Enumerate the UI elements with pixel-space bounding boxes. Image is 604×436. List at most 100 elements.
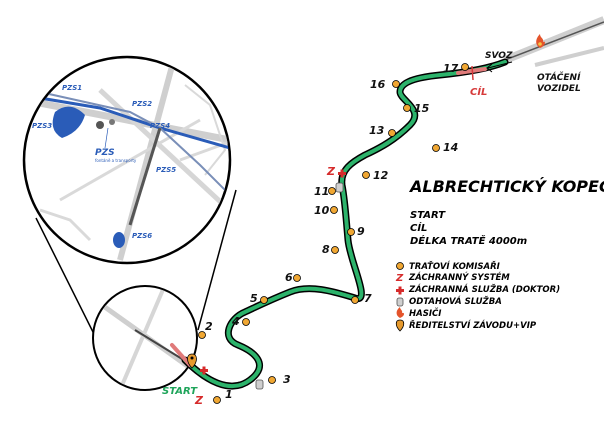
legend-fire-icon bbox=[396, 307, 405, 318]
location-pin-icon bbox=[187, 353, 197, 369]
track-surface bbox=[183, 60, 507, 389]
race-track bbox=[170, 58, 509, 390]
turnaround-label-1: OTÁČENÍ bbox=[537, 71, 582, 83]
info-finish: CÍL bbox=[410, 221, 427, 234]
marshal-num-2: 2 bbox=[205, 320, 213, 333]
medical-cross-icon-2 bbox=[338, 169, 346, 178]
inset-connector-left bbox=[35, 217, 97, 339]
marshal-num-3: 3 bbox=[283, 373, 291, 386]
marshal-dot-7 bbox=[351, 296, 359, 304]
start-zoom-circle bbox=[92, 285, 198, 391]
track-finish-label: CÍL bbox=[470, 85, 487, 98]
turnaround-label-2: VOZIDEL bbox=[537, 84, 581, 94]
finish-zone bbox=[456, 67, 487, 75]
label-pzs3: PZS3 bbox=[32, 122, 52, 130]
descent-arrow-icon bbox=[486, 61, 513, 73]
inset-marker-1 bbox=[96, 121, 104, 129]
marshal-dot-13 bbox=[388, 129, 396, 137]
marshal-dot-11 bbox=[328, 187, 336, 195]
rescue-z-icon: Z bbox=[194, 394, 204, 407]
track-start-label: START bbox=[162, 386, 198, 397]
marshal-dot-6 bbox=[293, 274, 301, 282]
tow-hook-icon-2 bbox=[335, 182, 344, 193]
marshal-num-5: 5 bbox=[250, 292, 258, 305]
marshal-dot-10 bbox=[330, 206, 338, 214]
inset-road-a bbox=[25, 96, 229, 144]
marshal-num-10: 10 bbox=[314, 204, 330, 217]
inset-road-g bbox=[39, 208, 92, 242]
inset-road-c bbox=[98, 88, 229, 222]
marshal-num-7: 7 bbox=[364, 292, 372, 305]
marshal-num-17: 17 bbox=[443, 62, 459, 75]
inset-marker-2 bbox=[109, 119, 115, 125]
label-pzs4: PZS4 bbox=[150, 122, 170, 130]
marshal-dot-14 bbox=[432, 144, 440, 152]
map-title: ALBRECHTICKÝ KOPEC bbox=[408, 177, 604, 196]
info-start: START bbox=[410, 210, 446, 221]
legend-location-pin-icon bbox=[395, 319, 405, 332]
finish-line bbox=[471, 65, 474, 81]
marshal-num-15: 15 bbox=[414, 102, 430, 115]
tow-hook-icon bbox=[255, 379, 264, 390]
label-pzs-main: PZS bbox=[95, 148, 115, 158]
marshal-posts: 1 2 3 4 5 6 7 8 9 10 11 12 13 14 15 16 1 bbox=[198, 62, 469, 404]
marshal-dot-9 bbox=[347, 228, 355, 236]
parking-area-pzs6 bbox=[113, 232, 125, 248]
marshal-dot-8 bbox=[331, 246, 339, 254]
legend-tow-hook-icon bbox=[396, 297, 404, 307]
label-pzs6: PZS6 bbox=[132, 232, 152, 240]
marshal-dot-3 bbox=[268, 376, 276, 384]
marshal-dot-17 bbox=[461, 63, 469, 71]
marshal-dot-4 bbox=[242, 318, 250, 326]
inset-blue-road bbox=[39, 96, 229, 150]
marshal-num-16: 16 bbox=[370, 78, 386, 91]
label-pzs1: PZS1 bbox=[62, 84, 82, 92]
legend-label-fire: HASIČI bbox=[409, 308, 441, 319]
legend-rescue-z-icon: Z bbox=[395, 273, 404, 284]
legend-label-doctor: ZÁCHRANNÁ SLUŽBA (DOKTOR) bbox=[408, 283, 560, 295]
start-zone bbox=[170, 343, 192, 367]
inset-road-f bbox=[184, 84, 227, 176]
rescue-z-icon-2: Z bbox=[326, 165, 336, 178]
inset-road-b bbox=[117, 58, 178, 261]
marshal-num-6: 6 bbox=[285, 271, 293, 284]
legend-label-tow: ODTAHOVÁ SLUŽBA bbox=[409, 295, 502, 307]
pzs-leader-line bbox=[104, 127, 109, 149]
inset-zoom-group: PZS1 PZS2 PZS3 PZS4 PZS5 PZS6 PZS fontán… bbox=[22, 55, 237, 339]
legend-label-rescue: ZÁCHRANNÝ SYSTÉM bbox=[408, 271, 510, 283]
label-pzs-sub: fontáně a transporty bbox=[95, 158, 137, 163]
inset-road-e bbox=[179, 138, 229, 162]
start-road-grey-2 bbox=[118, 287, 167, 389]
marshal-num-4: 4 bbox=[231, 315, 240, 328]
marshal-dot-15 bbox=[403, 104, 411, 112]
legend-label-marshals: TRAŤOVÍ KOMISAŘI bbox=[409, 260, 500, 272]
parking-area-pzs3 bbox=[52, 106, 85, 138]
descent-label: SVOZ bbox=[485, 51, 513, 61]
label-pzs5: PZS5 bbox=[156, 166, 176, 174]
marshal-num-11: 11 bbox=[314, 185, 329, 198]
marshal-num-14: 14 bbox=[443, 141, 458, 154]
marshal-num-9: 9 bbox=[357, 225, 365, 238]
legend-marshal-dot-icon bbox=[396, 262, 404, 270]
label-pzs2: PZS2 bbox=[132, 100, 152, 108]
marshal-dot-5 bbox=[260, 296, 268, 304]
info-length: DÉLKA TRATĚ 4000m bbox=[410, 233, 527, 247]
turnaround-road-line bbox=[504, 21, 604, 61]
legend-label-hq: ŘEDITELSTVÍ ZÁVODU+VIP bbox=[409, 319, 537, 331]
marshal-num-12: 12 bbox=[373, 169, 389, 182]
inset-dark-road bbox=[128, 127, 162, 226]
marshal-num-13: 13 bbox=[369, 124, 385, 137]
legend-medical-cross-icon bbox=[396, 286, 404, 295]
marshal-num-1: 1 bbox=[225, 388, 233, 401]
marshal-dot-16 bbox=[392, 80, 400, 88]
marshal-dot-12 bbox=[362, 171, 370, 179]
marshal-num-8: 8 bbox=[322, 243, 330, 256]
marshal-dot-2 bbox=[198, 331, 206, 339]
legend: TRAŤOVÍ KOMISAŘI Z ZÁCHRANNÝ SYSTÉM ZÁCH… bbox=[395, 260, 560, 332]
marshal-dot-1 bbox=[213, 396, 221, 404]
medical-cross-icon bbox=[200, 366, 208, 375]
turnaround-road-side bbox=[534, 46, 604, 67]
fire-icon bbox=[536, 34, 545, 48]
inset-connector-right bbox=[197, 189, 237, 331]
